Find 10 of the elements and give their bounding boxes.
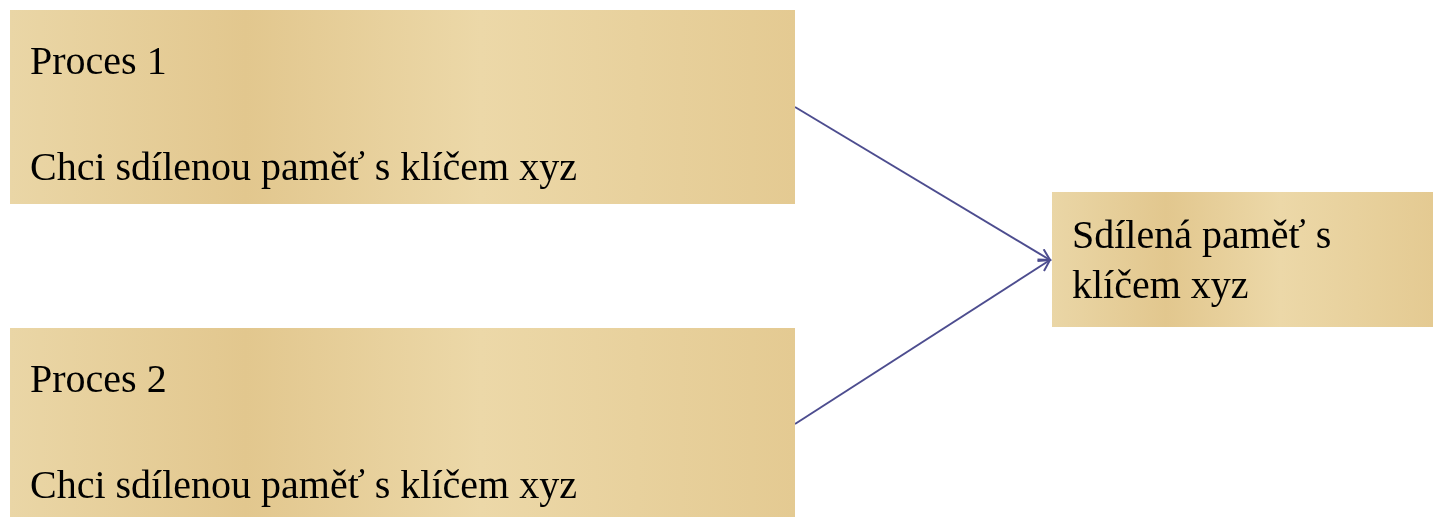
process-box bbox=[10, 328, 795, 517]
box-text: Chci sdílenou paměť s klíčem xyz bbox=[30, 143, 577, 191]
box-text: Chci sdílenou paměť s klíčem xyz bbox=[30, 461, 577, 509]
process-box bbox=[10, 10, 795, 204]
process-title: Proces 1 bbox=[30, 37, 167, 85]
memory-box bbox=[1052, 192, 1433, 327]
box-text: Sdílená paměť s klíčem xyz bbox=[1072, 211, 1333, 309]
process-title: Proces 2 bbox=[30, 355, 167, 403]
arrow bbox=[794, 259, 1051, 425]
arrow bbox=[794, 106, 1051, 261]
